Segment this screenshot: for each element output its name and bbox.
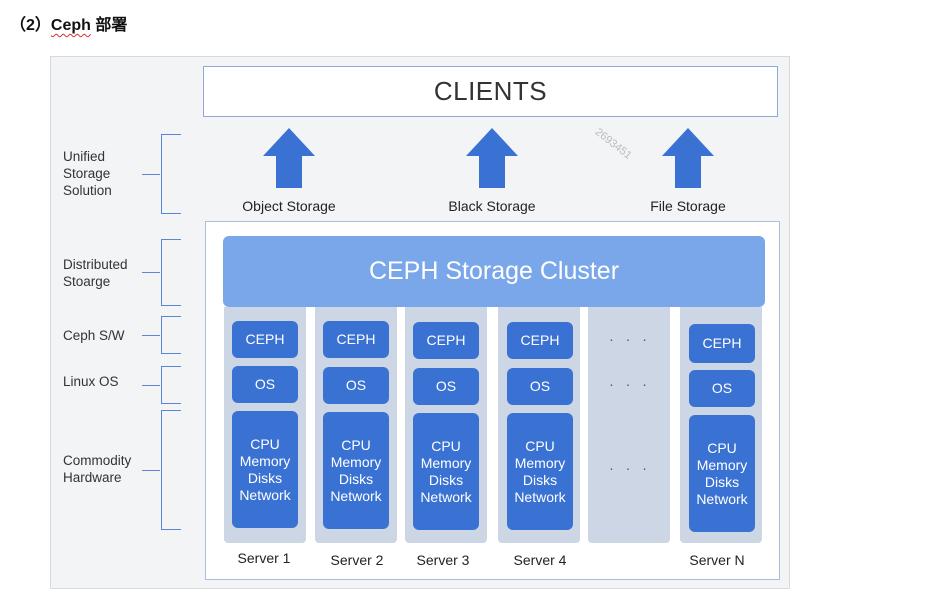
bracket-tick — [142, 272, 160, 273]
bracket-tick — [142, 335, 160, 336]
up-arrow-icon — [263, 128, 315, 188]
ceph-box: CEPH — [413, 322, 479, 359]
layer-label-unified: Unified Storage Solution — [63, 149, 112, 198]
os-box: OS — [413, 368, 479, 405]
hardware-box: CPU Memory Disks Network — [689, 415, 755, 532]
bracket-tick — [142, 470, 160, 471]
bracket-distributed — [161, 239, 181, 306]
bracket-tick — [142, 174, 160, 175]
hardware-box: CPU Memory Disks Network — [323, 412, 389, 529]
os-box: OS — [232, 366, 298, 403]
hardware-box: CPU Memory Disks Network — [413, 413, 479, 530]
cluster-title: CEPH Storage Cluster — [223, 236, 765, 307]
heading-ceph: Ceph — [50, 17, 91, 34]
layer-label-linux-os: Linux OS — [63, 374, 119, 389]
object-storage-label: Object Storage — [242, 198, 336, 214]
bracket-tick — [142, 385, 160, 386]
bracket-ceph-sw — [161, 316, 181, 354]
clients-box: CLIENTS — [203, 66, 778, 117]
os-box: OS — [323, 367, 389, 404]
layer-label-commodity: Commodity Hardware — [63, 453, 132, 485]
ellipsis-hardware: · · · — [609, 460, 651, 476]
server-label-3: Server 3 — [416, 552, 470, 568]
server-label-2: Server 2 — [330, 552, 384, 568]
ellipsis-os: · · · — [609, 376, 651, 392]
os-box: OS — [507, 368, 573, 405]
heading-prefix: （2） — [10, 17, 51, 34]
ceph-box: CEPH — [507, 322, 573, 359]
block-storage-label: Black Storage — [448, 198, 536, 214]
bracket-unified — [161, 134, 181, 214]
heading-suffix: 部署 — [90, 17, 128, 34]
ceph-box: CEPH — [323, 321, 389, 358]
up-arrow-icon — [466, 128, 518, 188]
os-box: OS — [689, 370, 755, 407]
hardware-box: CPU Memory Disks Network — [507, 413, 573, 530]
server-label-1: Server 1 — [237, 550, 291, 566]
file-storage-label: File Storage — [650, 198, 726, 214]
section-heading: （2）Ceph 部署 — [10, 11, 127, 35]
bracket-commodity — [161, 410, 181, 530]
layer-label-distributed: Distributed Stoarge — [63, 257, 128, 289]
server-column-ellipsis — [588, 307, 670, 543]
ceph-box: CEPH — [689, 324, 755, 363]
hardware-box: CPU Memory Disks Network — [232, 411, 298, 528]
server-label-n: Server N — [689, 552, 745, 568]
up-arrow-icon — [662, 128, 714, 188]
ceph-box: CEPH — [232, 321, 298, 358]
server-label-4: Server 4 — [513, 552, 567, 568]
layer-label-ceph-sw: Ceph S/W — [63, 328, 125, 343]
ellipsis-ceph: · · · — [609, 331, 651, 347]
bracket-linux-os — [161, 366, 181, 404]
